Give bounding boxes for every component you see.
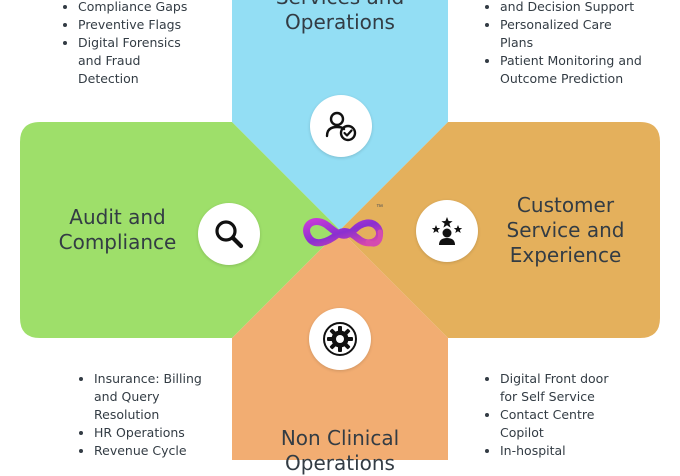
- bottom-section-title: Non Clinical Operations: [280, 426, 400, 475]
- list-item: Preventive Flags: [63, 16, 238, 34]
- list-item: Digital Forensics and Fraud Detection: [63, 34, 238, 88]
- trademark-symbol: ™: [376, 204, 383, 211]
- top-section-icon-circle: [310, 95, 372, 157]
- list-item: HR Operations: [79, 424, 244, 442]
- diagram-stage: Services and Operations Audit and Compli…: [20, 0, 680, 475]
- list-item: Personalized Care Plans: [485, 16, 680, 52]
- user-check-icon: [325, 111, 357, 142]
- list-item: Insurance: Billing and Query Resolution: [79, 370, 244, 424]
- gear-icon: [323, 322, 357, 356]
- list-item: Revenue Cycle: [79, 442, 244, 460]
- right-section-title: Customer Service and Experience: [506, 193, 625, 267]
- list-item: Compliance Gaps: [63, 0, 238, 16]
- left-section-icon-circle: [198, 203, 260, 265]
- top-section-title: Services and Operations: [276, 0, 404, 34]
- right-section-shape: [340, 122, 660, 338]
- left-section-title: Audit and Compliance: [58, 205, 177, 254]
- left-section-shape: [20, 122, 340, 338]
- bottom-section-icon-circle: [309, 308, 371, 370]
- quadrant-shapes: [20, 0, 660, 460]
- list-item: In-hospital: [485, 442, 680, 460]
- list-item: Patient Monitoring and Outcome Predictio…: [485, 52, 680, 88]
- list-item: and Decision Support: [485, 0, 680, 16]
- user-stars-icon: [431, 217, 463, 245]
- infinity-logo-icon: [303, 218, 383, 247]
- list-item: Digital Front door for Self Service: [485, 370, 680, 406]
- list-item: Contact Centre Copilot: [485, 406, 680, 442]
- right-section-icon-circle: [416, 200, 478, 262]
- magnifier-icon: [215, 220, 244, 249]
